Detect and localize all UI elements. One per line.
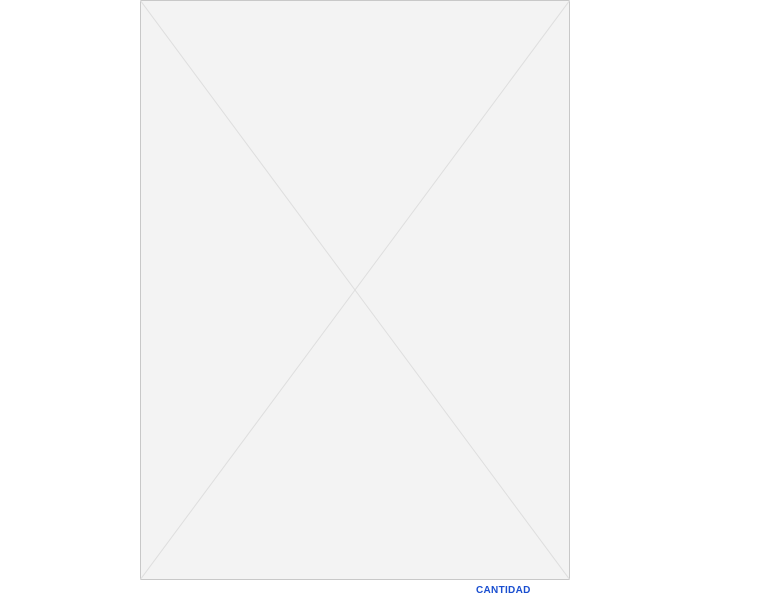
placeholder-diagonal-b [140,0,570,580]
parts-diagram-placeholder-graphic [140,0,570,580]
parts-diagram-image-placeholder [140,0,570,580]
cantidad-link[interactable]: CANTIDAD [476,585,531,596]
